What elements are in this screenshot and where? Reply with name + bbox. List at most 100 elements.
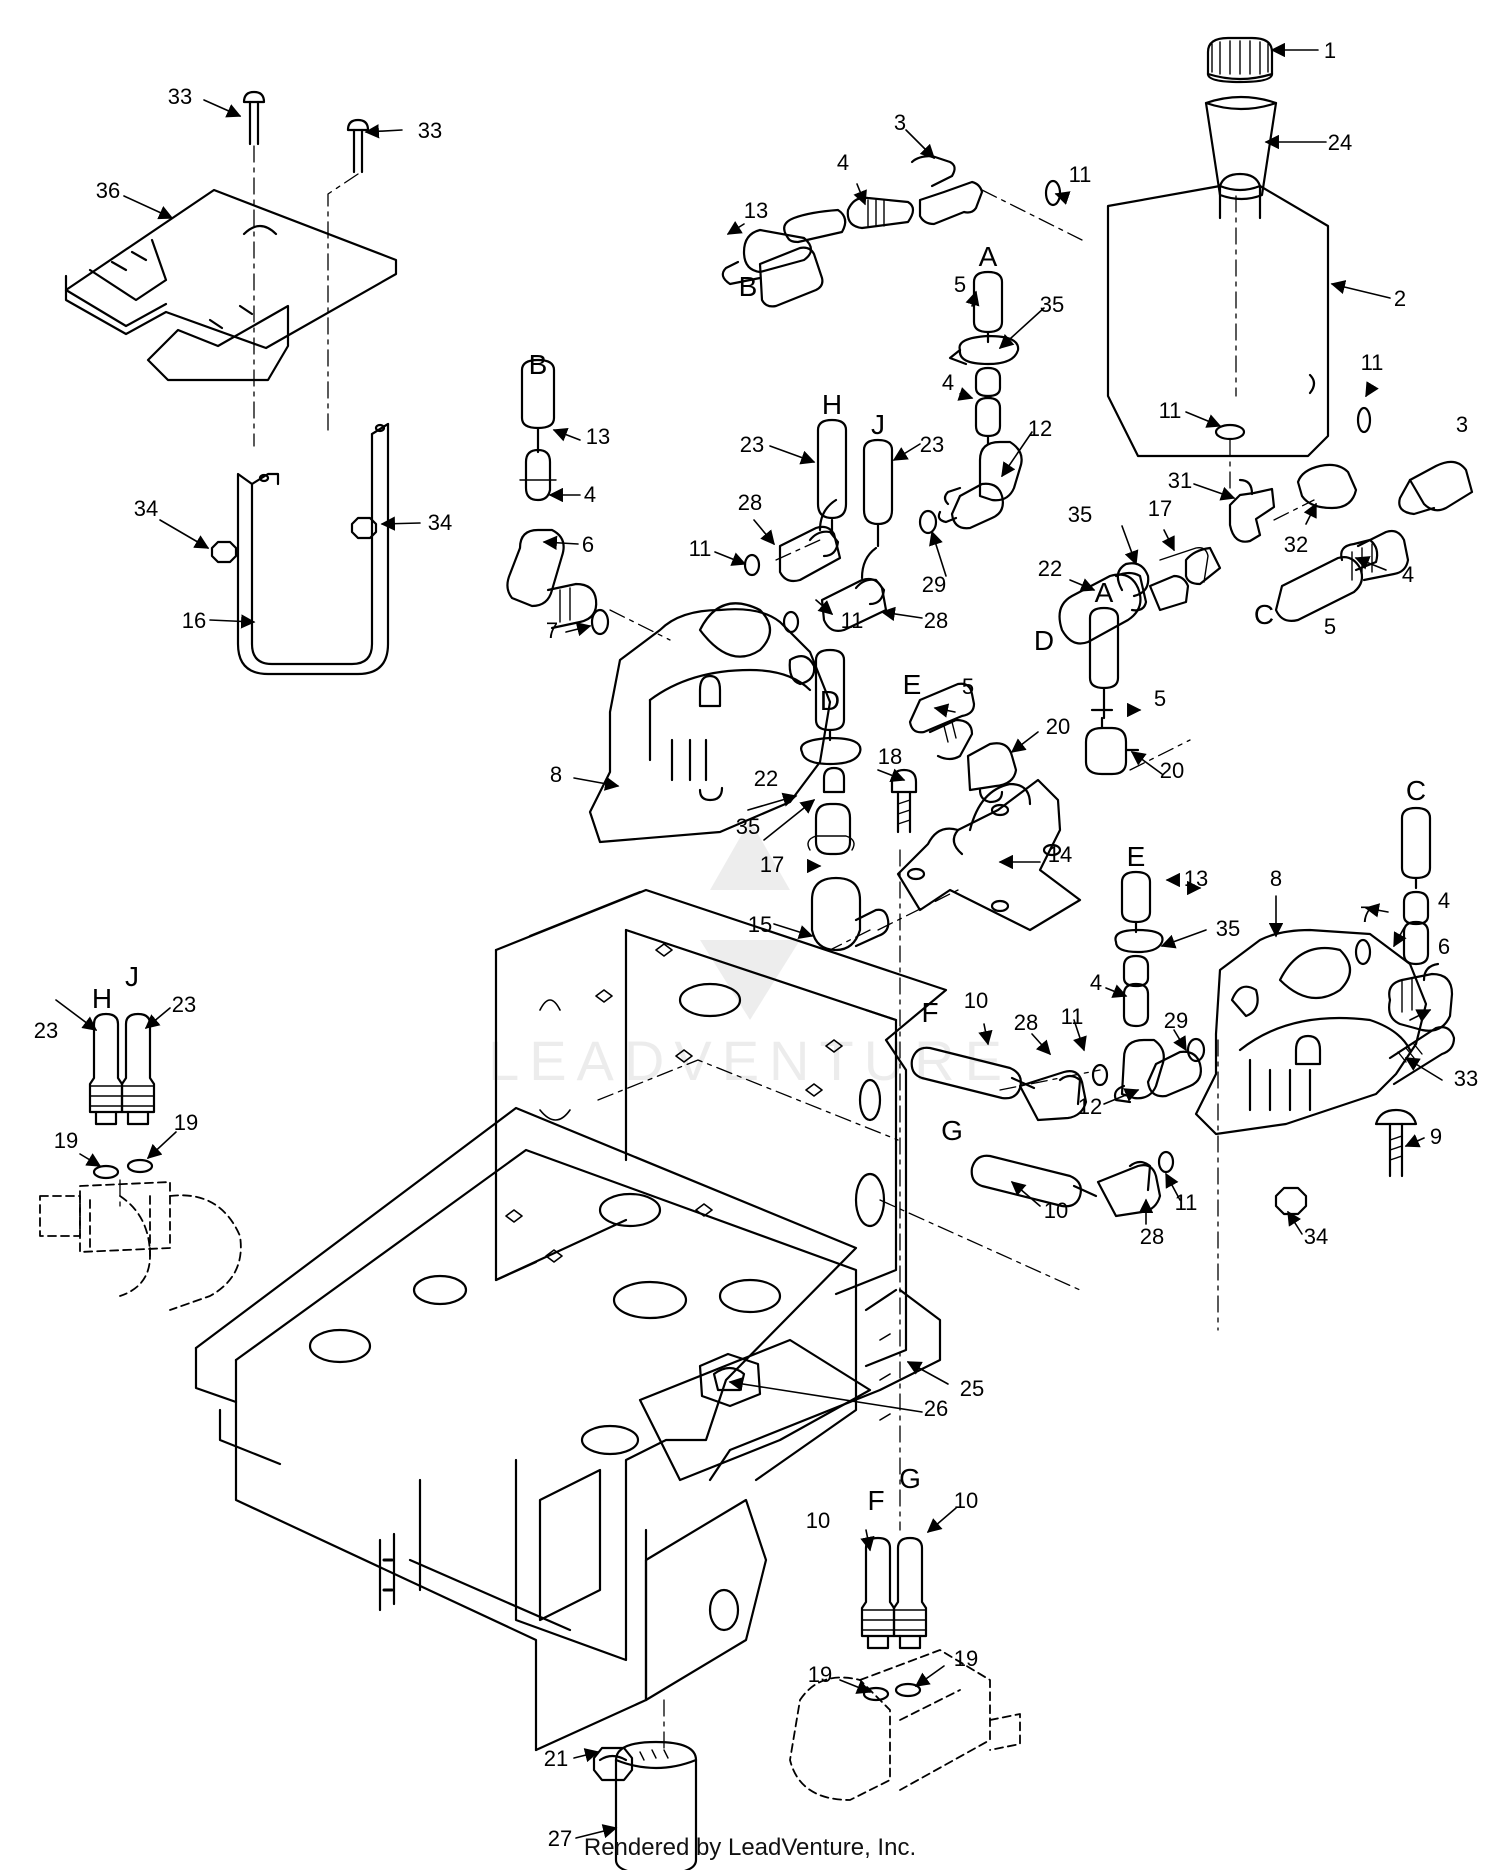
callout: 28 [1140,1224,1164,1249]
hose-letter: H [92,983,112,1014]
hose-letter: J [125,961,139,992]
centerlines [119,145,1315,1751]
plug-32 [1296,463,1358,510]
callout: 7 [1360,902,1372,927]
hose-letter: C [1254,599,1274,630]
callout: 11 [1175,1190,1198,1215]
callout: 34 [428,510,452,535]
nut-34-right [1274,1186,1308,1216]
watermark-text: LEADVENTURE [488,1029,1012,1092]
callout: 11 [1061,1004,1084,1029]
hoses-23-hj-upper [816,418,894,548]
callout: 17 [760,852,784,877]
callout: 12 [1028,416,1052,441]
watermark: LEADVENTURE [488,820,1012,1092]
callout: 6 [582,532,594,557]
oring-29-lower [1186,1037,1206,1063]
callout: 22 [754,766,778,791]
callout: 34 [134,496,158,521]
callout: 28 [1014,1010,1038,1035]
callout: 13 [1184,866,1208,891]
callout: 11 [689,536,712,561]
hose-letter: F [921,997,938,1028]
callout: 11 [1069,162,1092,187]
screws-33-top [242,90,370,174]
callout: 34 [1304,1224,1328,1249]
callout: 28 [738,490,762,515]
orings-11-left [743,553,800,634]
hoses-23-hj-lower [88,1012,156,1126]
callout: 11 [1159,398,1182,423]
callout: 15 [748,912,772,937]
footer-credit: Rendered by LeadVenture, Inc. [583,1834,917,1861]
control-valve-8-right [1194,928,1428,1136]
hose-d-fittings-upper [1058,546,1222,645]
callout: 23 [740,432,764,457]
callout: 4 [1090,970,1102,995]
hose-letter: E [1127,841,1146,872]
hose-letter: B [529,349,548,380]
callout: 19 [954,1646,978,1671]
frame-holes [308,943,891,1632]
hoses-10-fg-lower [860,1536,928,1650]
hose-letter: G [941,1115,963,1146]
callout: 35 [736,814,760,839]
callout: 10 [1044,1198,1068,1223]
callout: 33 [418,118,442,143]
hose-letter: G [899,1463,921,1494]
callout: 4 [1402,562,1414,587]
hose-b-upper [758,246,824,308]
fitting-20-a [1084,708,1140,776]
callout: 23 [172,992,196,1017]
callout: 4 [1438,888,1450,913]
hose-a-lower [1088,606,1120,720]
clamp-35-a [948,334,1020,366]
washers-19-left [92,1158,154,1180]
fittings-28-left [778,498,888,632]
callout: 10 [954,1488,978,1513]
callout: 4 [942,370,954,395]
callout: 13 [586,424,610,449]
callout: 31 [1168,468,1192,493]
control-valve-8-left [588,602,832,844]
elbow-6-left [506,528,598,630]
hoses-10-fg-upper [910,1046,1098,1208]
main-frame-25 [194,888,948,1752]
hose-e-upper [908,682,976,734]
small-fitting-26 [698,1352,762,1408]
callout: 23 [34,1018,58,1043]
hydraulic-tank [1106,172,1330,458]
hose-letter-labels: B A B H J D C D E A C E F G H J F G [92,241,1426,1516]
callout: 5 [962,674,974,699]
hose-letter: E [903,669,922,700]
callout: 12 [1078,1094,1102,1119]
callout: 35 [1068,502,1092,527]
callout: 24 [1328,130,1352,155]
leader-arrows [55,42,1443,1839]
callout: 5 [1154,686,1166,711]
washers-19-right [862,1682,922,1702]
hose-c-lower [1400,806,1432,966]
callout: 18 [878,744,902,769]
callout: 14 [1048,842,1072,867]
callout: 4 [584,482,596,507]
tank-cap [1206,36,1274,84]
fittings-right-3-4 [1340,460,1474,582]
callout: 33 [1454,1066,1478,1091]
callout: 20 [1046,714,1070,739]
nuts-34-left [210,516,378,564]
callout: 17 [1148,496,1172,521]
elbow-6-right [1388,962,1454,1032]
orings-11-lower [1091,1063,1175,1174]
hose-e-lower [1114,870,1164,1028]
elbow-20-e [928,718,1018,804]
callout: 5 [1324,614,1336,639]
oil-filter-27 [614,1740,698,1870]
hose-d-lower-fittings [800,648,862,856]
hose-letter: B [739,271,758,302]
callout-labels: 1 24 2 11 11 11 3 4 13 5 35 4 12 31 35 1… [34,38,1478,1851]
callout: 3 [894,110,906,135]
hose-letter: F [867,1485,884,1516]
mounting-bracket-14 [896,778,1082,932]
